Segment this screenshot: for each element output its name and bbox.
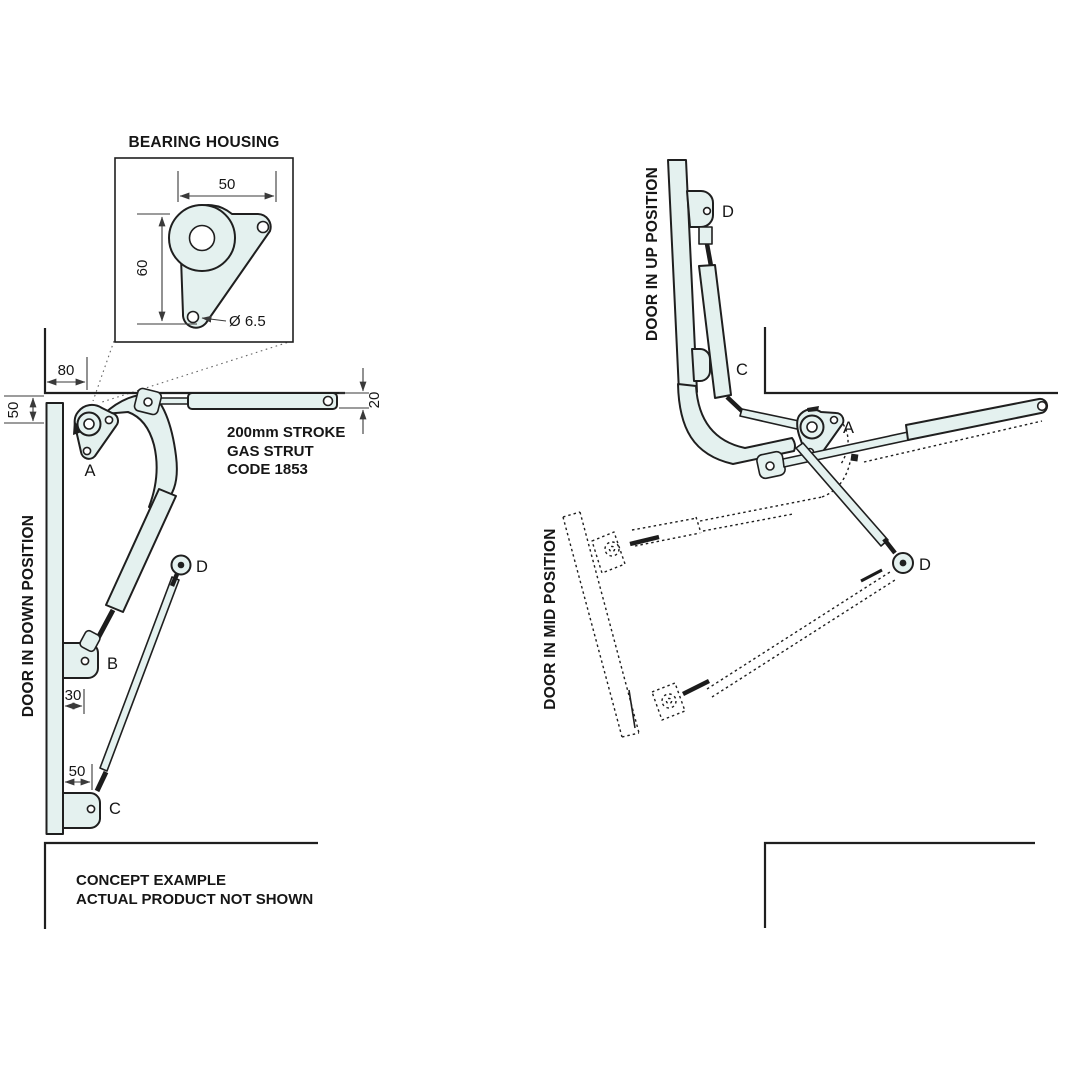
strut-d-rod <box>739 408 800 430</box>
bracket-d-mid-eye <box>604 541 620 557</box>
bearing-bore <box>188 224 216 252</box>
pivot-bore-a <box>83 418 95 430</box>
label-d-eyelet-right: D <box>919 556 931 574</box>
gas-strut-right-body <box>905 397 1049 441</box>
plate-stud-right <box>807 406 819 412</box>
strut-d-thread-top <box>704 243 714 267</box>
footer-note: CONCEPT EXAMPLE ACTUAL PRODUCT NOT SHOWN <box>76 872 313 908</box>
leader-line-left <box>92 340 115 402</box>
door-mid-dashed-group <box>562 415 1043 738</box>
dim-30-value: 30 <box>65 687 82 704</box>
bracket-d-up-hole <box>702 206 712 216</box>
strut-note-line3: CODE 1853 <box>227 461 308 478</box>
strut-d-clevis <box>698 226 713 245</box>
door-up-view: DOOR IN UP POSITION DOOR IN MID POSITION… <box>542 159 1058 928</box>
gooseneck-arm-right <box>677 383 797 465</box>
label-c: C <box>109 800 121 818</box>
door-down-label: DOOR IN DOWN POSITION <box>20 515 37 717</box>
door-panel-down <box>45 402 64 835</box>
label-b: B <box>107 655 118 673</box>
label-d-top-right: D <box>722 203 734 221</box>
door-mid-edge-tick <box>628 689 636 729</box>
plate-hole-1 <box>104 415 114 425</box>
rod-a-d-right <box>795 442 889 547</box>
dim-50-top-value: 50 <box>5 402 22 419</box>
gas-strut-b-body <box>105 488 177 613</box>
eyelet-d-pin <box>177 561 185 569</box>
plate-hole-1-right <box>829 415 839 425</box>
strut-b-clevis <box>79 629 101 653</box>
bracket-b-hole <box>80 656 90 666</box>
floor-corner-right <box>763 841 1035 928</box>
label-a-right: A <box>843 419 854 437</box>
inset-hole-callout: Ø 6.5 <box>201 313 266 330</box>
gas-strut-mid-dashed <box>631 461 851 547</box>
inset-height-value: 60 <box>134 260 151 277</box>
inset-hole-value: Ø 6.5 <box>229 313 266 330</box>
bracket-c <box>62 792 102 830</box>
bracket-c-mid-dashed <box>651 682 686 721</box>
dim-50-bottom: 50 <box>64 763 93 790</box>
stud-marker <box>850 453 859 462</box>
arm-top-clevis-hole <box>143 397 153 407</box>
gas-strut-b-rod <box>94 608 116 642</box>
dim-20: 20 <box>339 368 383 434</box>
gas-strut-right-eyelet <box>1036 400 1048 412</box>
dim-20-value: 20 <box>366 392 383 409</box>
mount-hole-bottom <box>186 310 200 324</box>
eyelet-d-right-pin <box>899 559 907 567</box>
strut-note-line1: 200mm STROKE <box>227 424 345 441</box>
footer-line1: CONCEPT EXAMPLE <box>76 872 226 889</box>
footer-line2: ACTUAL PRODUCT NOT SHOWN <box>76 891 313 908</box>
dim-50-bottom-value: 50 <box>69 763 86 780</box>
bracket-d-mid-dashed <box>591 531 626 574</box>
horizontal-strut-eyelet <box>322 395 334 407</box>
bearing-housing-inset: BEARING HOUSING 50 60 Ø 6.5 <box>92 134 294 404</box>
door-down-view: DOOR IN DOWN POSITION <box>4 328 383 929</box>
floor-corner-left <box>43 841 318 929</box>
label-a: A <box>84 462 95 480</box>
bracket-c-mid-eye <box>661 693 677 709</box>
inset-title: BEARING HOUSING <box>128 134 279 151</box>
horizontal-strut-body <box>187 392 338 410</box>
mid-rod-thread <box>681 678 711 697</box>
rod-mid-dashed <box>706 571 896 698</box>
inset-width-dimension: 50 <box>177 171 277 202</box>
wall-corner-right <box>763 327 1058 395</box>
bracket-c-up <box>691 348 711 382</box>
rod-c-thread <box>94 770 109 793</box>
mid-strut-thread <box>629 534 660 547</box>
bracket-c-mid-pin <box>665 697 673 705</box>
inset-width-value: 50 <box>219 176 236 193</box>
strut-note: 200mm STROKE GAS STRUT CODE 1853 <box>227 424 345 478</box>
label-c-right: C <box>736 361 748 379</box>
dim-30: 30 <box>64 687 85 714</box>
plate-hole-2 <box>82 446 92 456</box>
inset-height-dimension: 60 <box>134 213 197 325</box>
label-d: D <box>196 558 208 576</box>
pivot-bore-right <box>806 421 818 433</box>
rod-a-d-thread <box>882 537 897 555</box>
door-up-label: DOOR IN UP POSITION <box>644 167 661 341</box>
arm-clevis-hole-right <box>765 461 775 471</box>
dim-50-top: 50 <box>4 395 44 424</box>
mount-hole-top <box>256 220 270 234</box>
bracket-c-hole <box>86 804 96 814</box>
rod-mid-thread-end <box>860 568 883 583</box>
rod-d-thread <box>169 573 180 587</box>
bracket-d-mid-pin <box>608 545 616 553</box>
door-panel-mid-dashed <box>562 511 640 738</box>
dim-80: 80 <box>46 357 88 390</box>
door-mid-label: DOOR IN MID POSITION <box>542 528 559 709</box>
dim-80-value: 80 <box>58 362 75 379</box>
strut-note-line2: GAS STRUT <box>227 443 314 460</box>
rod-c-d <box>99 576 180 772</box>
